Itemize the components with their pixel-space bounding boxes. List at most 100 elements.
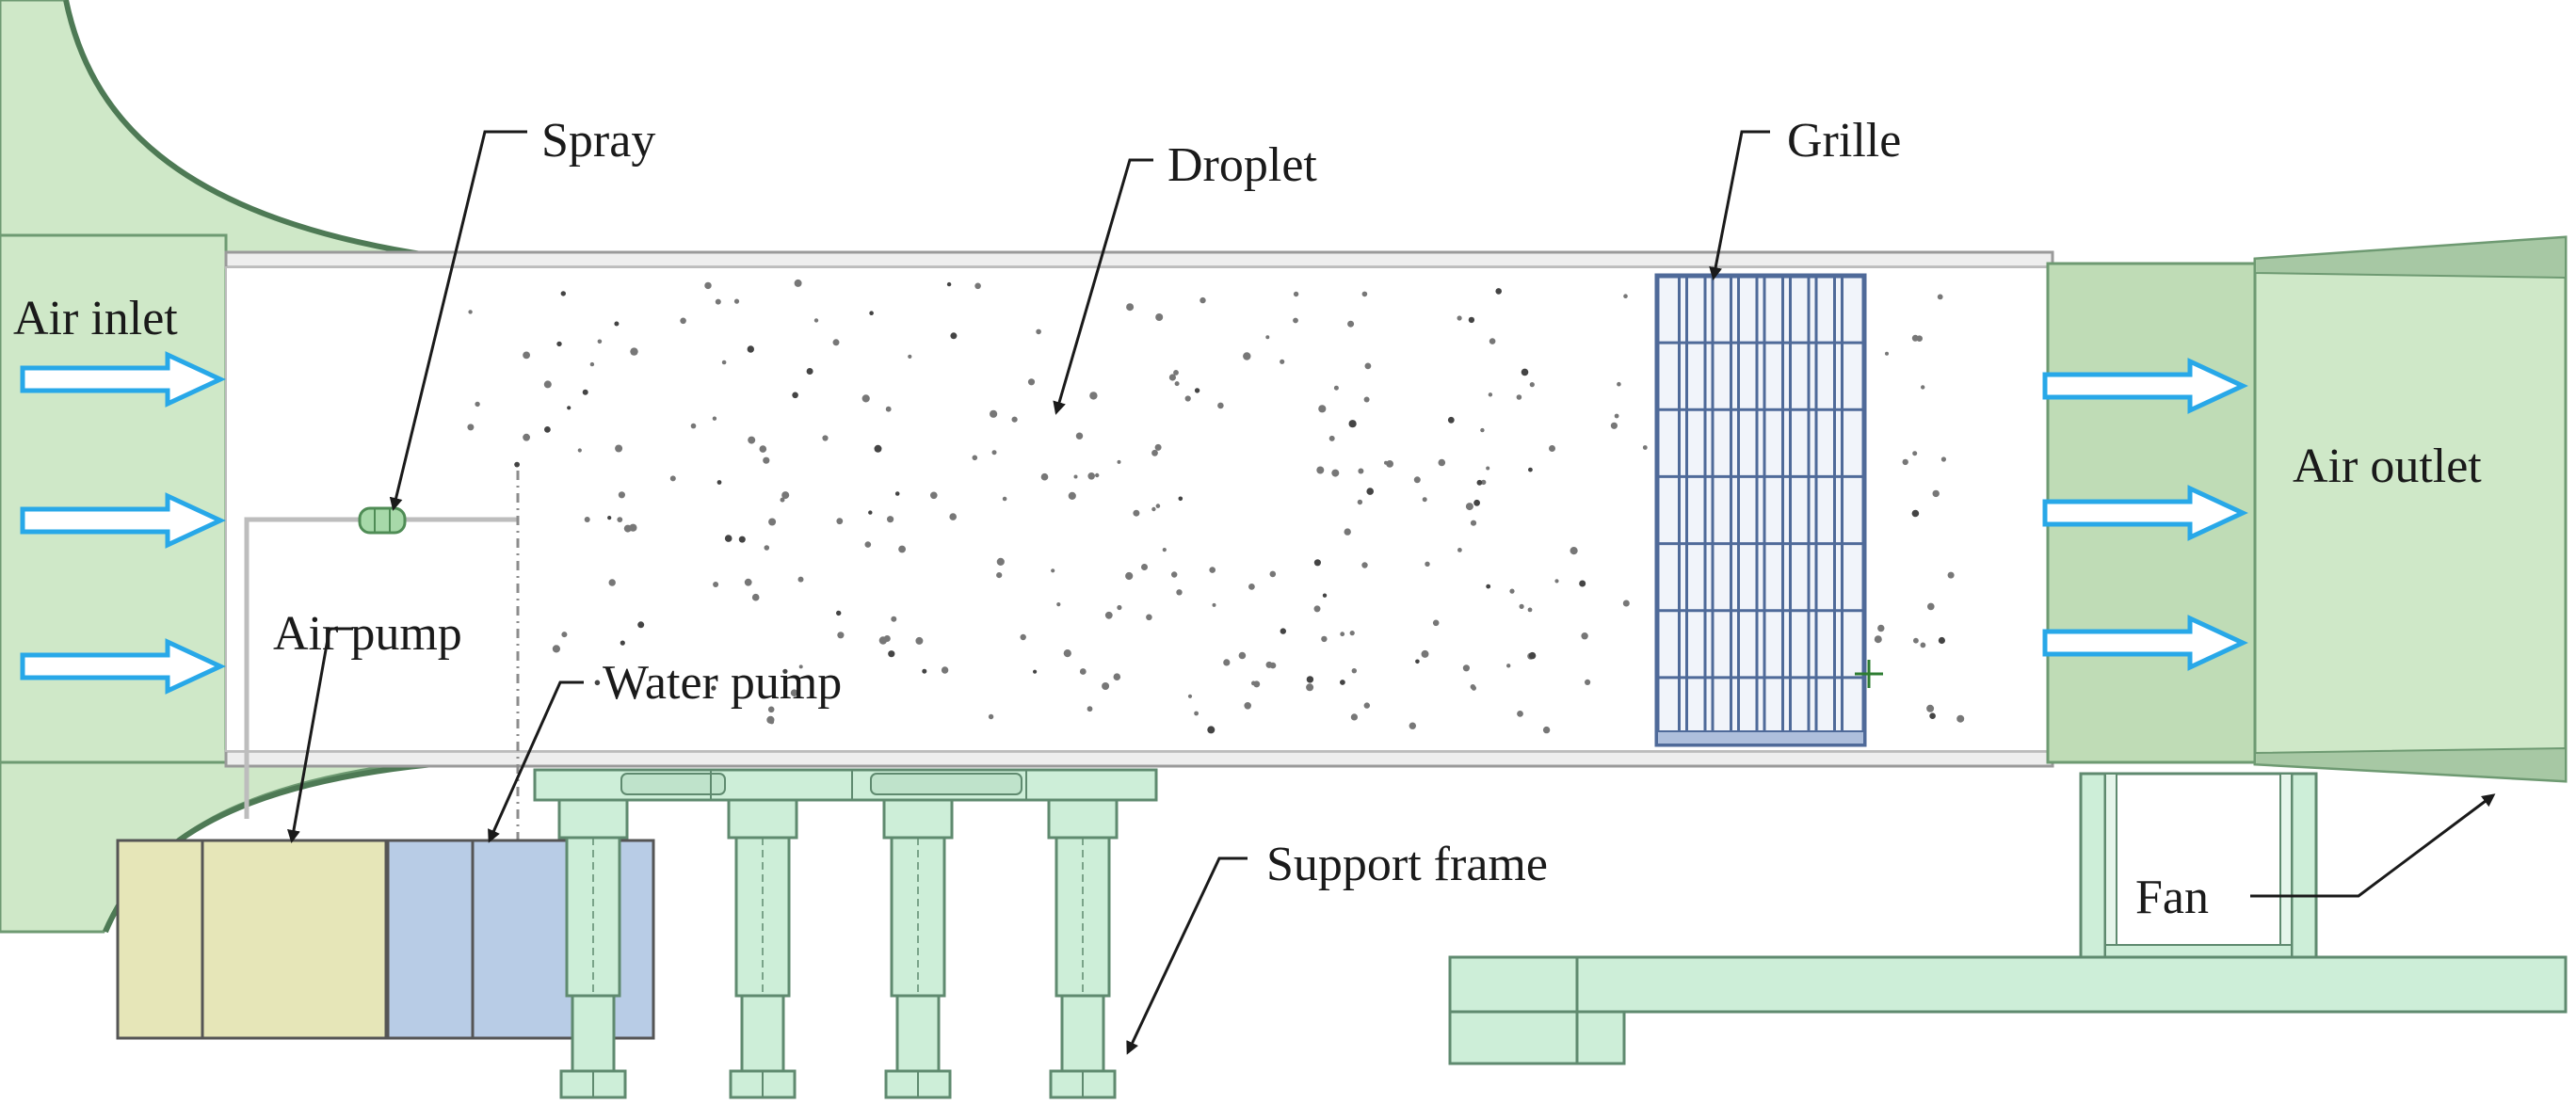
support-legs: [557, 798, 1119, 1099]
leader-spray: [389, 130, 527, 511]
droplet: [1926, 704, 1935, 712]
droplet: [1151, 449, 1158, 456]
droplet: [552, 645, 561, 653]
droplet: [1911, 334, 1919, 342]
droplet: [733, 298, 740, 304]
droplet: [1133, 509, 1140, 517]
droplet: [1212, 602, 1216, 607]
droplet: [467, 424, 475, 431]
droplet: [1033, 669, 1038, 674]
droplet: [1350, 713, 1358, 721]
droplet: [1269, 662, 1277, 669]
label-droplet: Droplet: [1167, 138, 1317, 192]
droplet: [894, 491, 900, 496]
droplet: [1280, 628, 1287, 634]
droplet: [1516, 394, 1522, 400]
droplet-field: [467, 279, 1965, 734]
droplet: [1146, 614, 1152, 621]
droplet: [780, 497, 785, 503]
hollow-right-arrow-icon: [20, 492, 226, 549]
droplet: [1313, 559, 1321, 567]
droplet: [1331, 469, 1340, 477]
droplet: [1174, 381, 1180, 387]
droplet: [782, 668, 788, 674]
hollow-right-arrow-icon: [2042, 358, 2248, 414]
leader-grille: [1709, 130, 1770, 280]
droplet: [468, 310, 473, 314]
droplet: [781, 491, 790, 500]
droplet: [1911, 509, 1920, 518]
droplet: [1117, 604, 1122, 611]
droplet: [1340, 680, 1345, 685]
droplet: [1521, 368, 1529, 376]
hollow-right-arrow-icon: [2042, 485, 2248, 541]
droplet: [1489, 338, 1496, 344]
droplet: [891, 616, 897, 622]
droplet: [1178, 496, 1183, 502]
droplet: [1155, 313, 1164, 321]
droplet: [1462, 664, 1470, 672]
droplet: [618, 491, 626, 499]
droplet: [1095, 472, 1100, 478]
droplet: [1938, 636, 1945, 645]
droplet: [1425, 561, 1430, 567]
droplet: [1386, 460, 1393, 468]
droplet: [1581, 632, 1588, 640]
droplet: [1209, 567, 1216, 573]
support-leg: [882, 798, 954, 1099]
droplet: [974, 282, 981, 290]
droplet: [1488, 392, 1493, 397]
droplet: [615, 444, 623, 453]
grille: [1654, 273, 1883, 747]
droplet: [712, 416, 717, 421]
droplet: [1481, 479, 1487, 486]
droplet: [1409, 722, 1417, 729]
droplet: [669, 475, 676, 482]
droplet: [1927, 602, 1935, 611]
droplet: [806, 368, 813, 375]
droplet: [836, 518, 844, 525]
droplet: [837, 632, 845, 639]
droplet: [797, 576, 804, 583]
droplet: [1238, 651, 1247, 660]
leader-support-frame: [1126, 856, 1248, 1055]
droplet: [1642, 445, 1648, 450]
grille-base: [1656, 730, 1865, 745]
droplet: [1363, 396, 1370, 403]
droplet: [544, 426, 551, 433]
droplet: [1171, 571, 1178, 578]
droplet: [1269, 570, 1277, 578]
droplet: [990, 409, 998, 418]
droplet: [1040, 472, 1049, 481]
droplet: [1344, 528, 1351, 536]
droplet: [1874, 635, 1882, 644]
droplet: [1529, 382, 1535, 388]
droplet: [908, 354, 912, 359]
droplet: [475, 401, 480, 408]
droplet: [608, 579, 616, 586]
droplet: [1068, 491, 1076, 501]
support-leg: [1047, 798, 1119, 1099]
droplet: [1313, 605, 1321, 613]
droplet: [1457, 548, 1462, 552]
support-frame: [533, 768, 1158, 802]
droplet: [690, 423, 697, 429]
droplet: [1913, 637, 1919, 644]
droplet: [1321, 635, 1328, 643]
droplet: [1877, 624, 1885, 632]
droplet: [832, 339, 840, 346]
droplet: [1506, 664, 1511, 668]
droplet: [1306, 676, 1314, 683]
droplet: [1519, 603, 1524, 610]
droplet: [748, 436, 756, 444]
droplet: [1223, 659, 1231, 666]
droplet: [607, 516, 612, 520]
droplet: [1125, 571, 1134, 581]
droplet: [1087, 472, 1095, 480]
droplet: [764, 545, 770, 551]
label-air-pump: Air pump: [273, 607, 462, 661]
droplet: [1937, 294, 1943, 300]
droplet: [1280, 359, 1285, 364]
droplet: [747, 345, 754, 353]
air-pump: [116, 839, 388, 1040]
